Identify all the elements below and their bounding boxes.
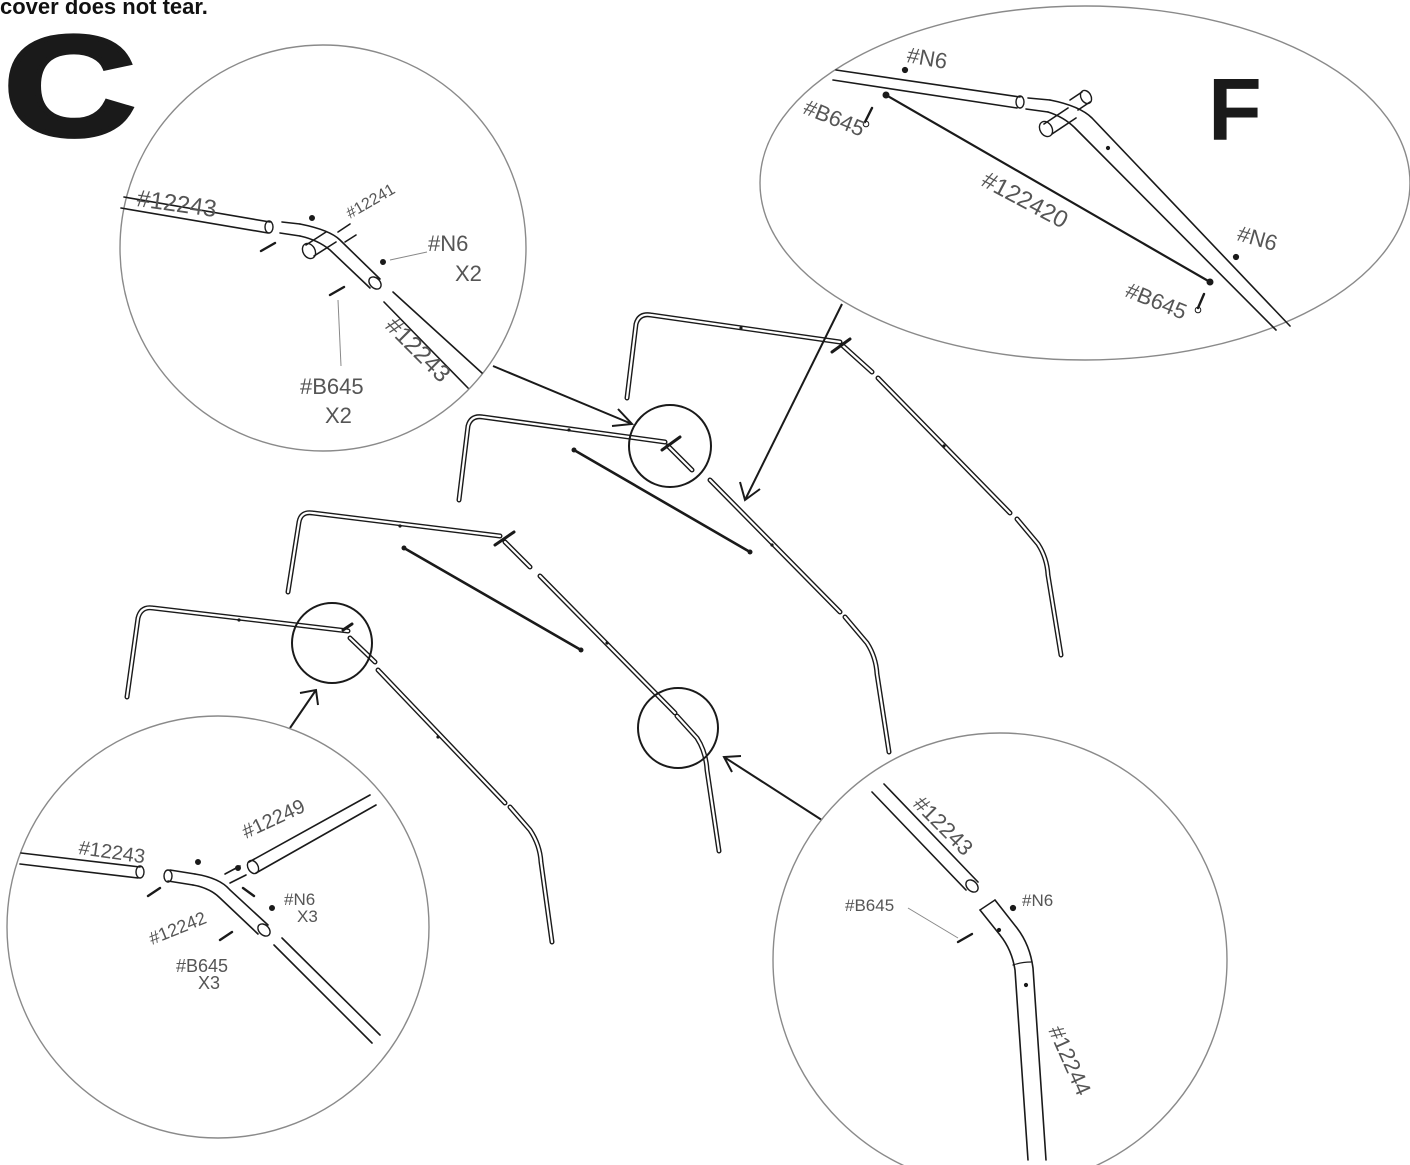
callout-left-label-nut-n6: #N6 <box>284 890 315 909</box>
callout-right-label-nut-n6: #N6 <box>1022 891 1053 910</box>
callout-c-border <box>119 44 527 452</box>
callout-c-label-bolt-b645: #B645 <box>300 374 364 399</box>
brace-rod-1 <box>402 546 583 652</box>
detail-marker-right <box>637 687 719 769</box>
callout-left-label-nut-qty: X3 <box>297 907 318 926</box>
detail-marker-c <box>628 404 712 488</box>
header-instruction-text: cover does not tear. <box>0 0 208 19</box>
detail-marker-left <box>291 602 373 684</box>
callout-f: #N6 #B645 #122420 #N6 #B645 <box>759 5 1410 361</box>
arch-1 <box>124 605 555 945</box>
callout-right: #12243 #B645 #N6 #12244 <box>772 732 1228 1165</box>
callout-left-label-bolt-qty: X3 <box>198 973 220 993</box>
frame-assembly <box>124 312 1064 945</box>
arch-4 <box>624 312 1064 658</box>
callout-c-label-nut-qty: X2 <box>455 261 482 286</box>
callout-right-border <box>772 732 1228 1165</box>
step-label-c: C <box>1 7 139 166</box>
arch-3 <box>456 414 892 755</box>
callout-right-label-bolt-b645: #B645 <box>845 896 894 915</box>
brace-rod-2 <box>572 448 752 554</box>
callout-left-border <box>6 715 430 1139</box>
callout-left: #12243 #12249 #12242 #N6 X3 #B645 X3 <box>6 715 430 1139</box>
step-label-f: F <box>1208 60 1262 159</box>
callout-c-label-bolt-qty: X2 <box>325 403 352 428</box>
callout-c-label-nut-n6: #N6 <box>428 231 468 256</box>
callout-c: #12243 #12241 #N6 X2 #12243 #B645 X2 <box>119 44 527 452</box>
leader-arrows <box>289 303 843 825</box>
callout-left-label-bolt-b645: #B645 <box>176 956 228 976</box>
callout-f-border <box>759 5 1410 361</box>
